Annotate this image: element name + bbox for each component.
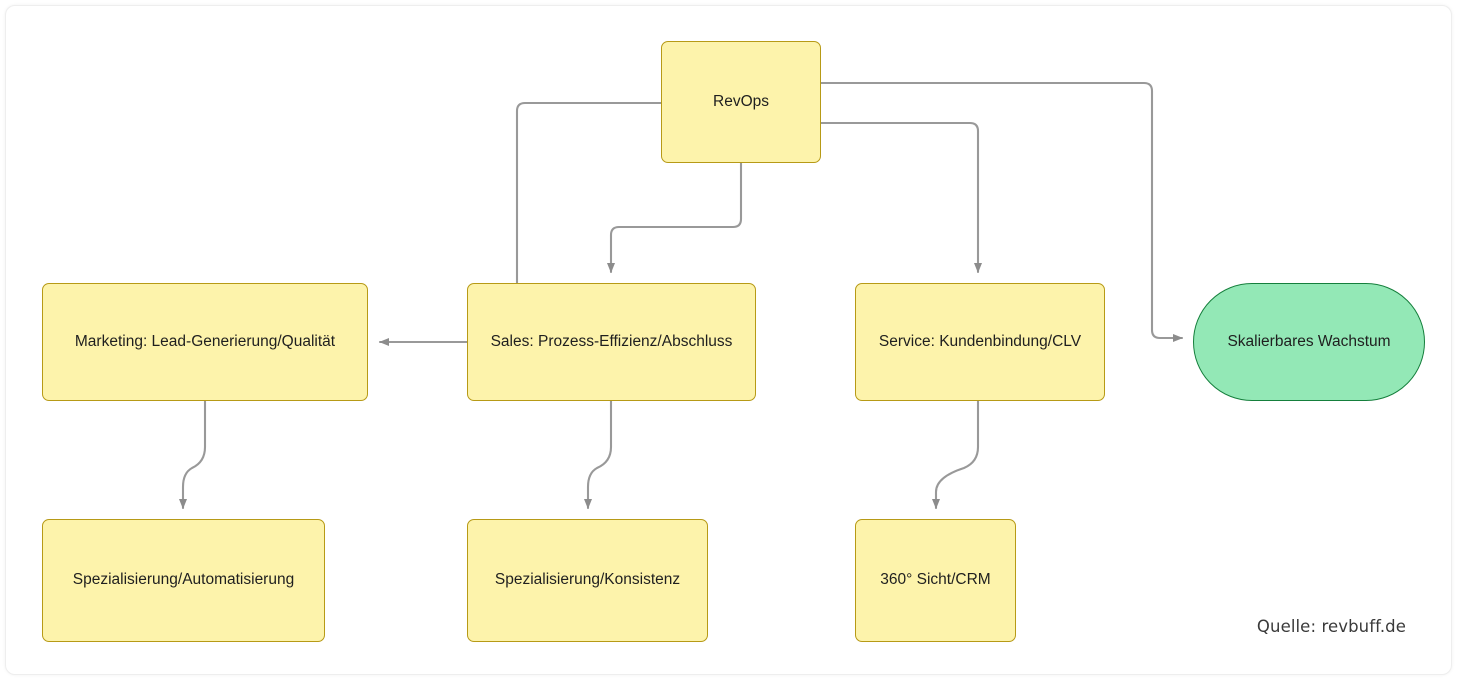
node-service[interactable]: Service: Kundenbindung/CLV xyxy=(855,283,1105,401)
node-sales[interactable]: Sales: Prozess-Effizienz/Abschluss xyxy=(467,283,756,401)
source-attribution: Quelle: revbuff.de xyxy=(1256,617,1406,636)
node-spezialisierung-automatisierung[interactable]: Spezialisierung/Automatisierung xyxy=(42,519,325,642)
node-spez-kons-label: Spezialisierung/Konsistenz xyxy=(494,571,681,589)
node-marketing[interactable]: Marketing: Lead-Generierung/Qualität xyxy=(42,283,368,401)
node-marketing-label: Marketing: Lead-Generierung/Qualität xyxy=(74,332,336,350)
edge-sales-spez-kons xyxy=(584,399,613,510)
edge-revops-sales xyxy=(607,161,743,274)
edge-revops-marketing xyxy=(515,101,663,287)
node-revops[interactable]: RevOps xyxy=(661,41,821,163)
node-service-label: Service: Kundenbindung/CLV xyxy=(878,332,1082,350)
node-skalierbares-wachstum[interactable]: Skalierbares Wachstum xyxy=(1193,283,1425,401)
node-growth-label: Skalierbares Wachstum xyxy=(1227,332,1391,350)
node-360-sicht-crm[interactable]: 360° Sicht/CRM xyxy=(855,519,1016,642)
node-sales-label: Sales: Prozess-Effizienz/Abschluss xyxy=(490,332,733,350)
edge-marketing-spez-auto xyxy=(179,399,207,510)
node-revops-label: RevOps xyxy=(713,92,769,110)
edge-revops-growth xyxy=(819,81,1184,342)
node-spezialisierung-konsistenz[interactable]: Spezialisierung/Konsistenz xyxy=(467,519,708,642)
node-spez-auto-label: Spezialisierung/Automatisierung xyxy=(72,571,295,589)
node-sicht-crm-label: 360° Sicht/CRM xyxy=(880,571,991,589)
edge-revops-service xyxy=(819,121,982,274)
edge-service-sicht-crm xyxy=(932,399,980,510)
